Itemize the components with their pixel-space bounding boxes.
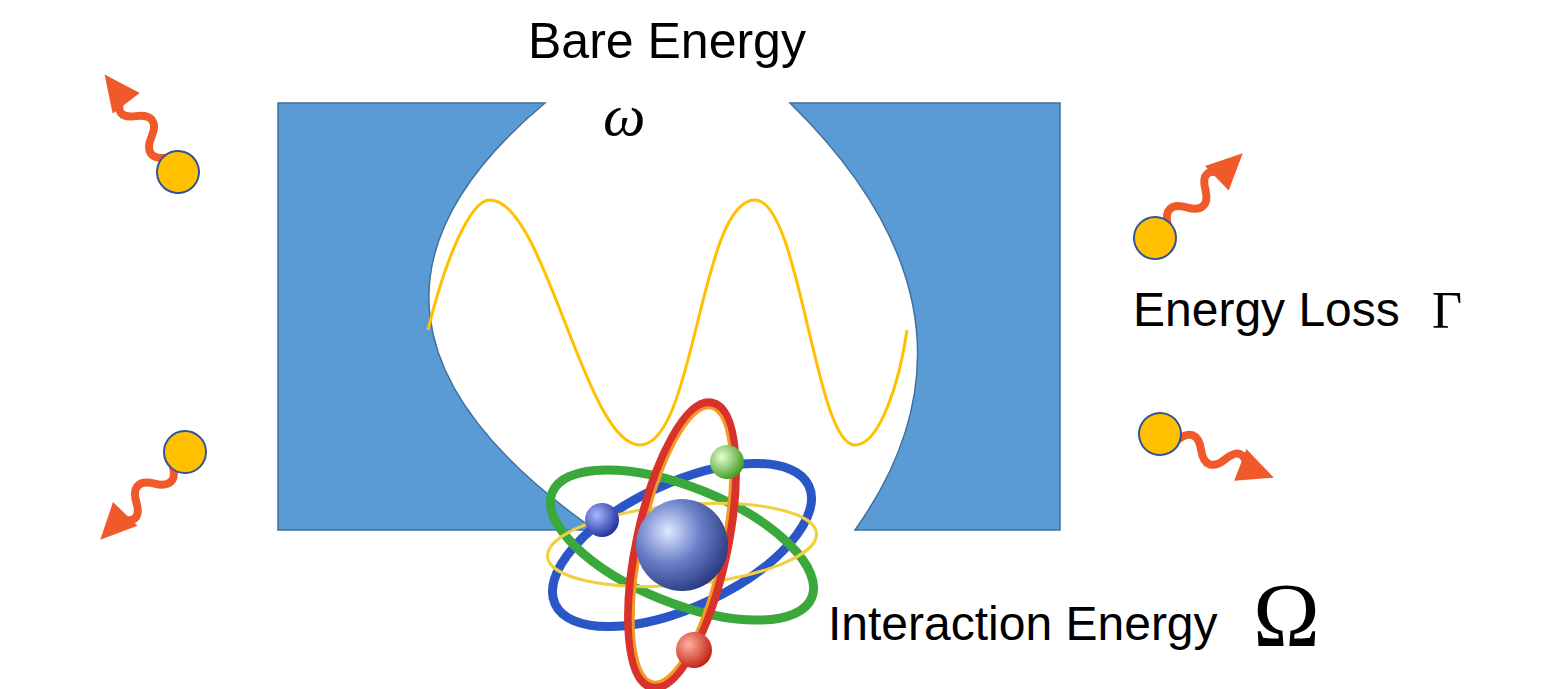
atom-icon (529, 394, 835, 689)
cavity-mode-wave (428, 200, 907, 445)
energy-label: Bare Energy (528, 14, 806, 69)
photon-arrow (1133, 407, 1282, 497)
energy-label: Energy Loss (1133, 284, 1400, 337)
right-mirror (790, 103, 1060, 530)
symbol-label: Ω (1253, 566, 1320, 665)
left-mirror (278, 103, 595, 530)
energy-label: Interaction Energy (828, 598, 1218, 651)
photon-arrow (88, 62, 208, 201)
symbol-label: Γ (1432, 282, 1462, 339)
photon-arrow (85, 422, 215, 554)
photon-arrow (1125, 138, 1257, 268)
symbol-label: ω (603, 82, 645, 148)
